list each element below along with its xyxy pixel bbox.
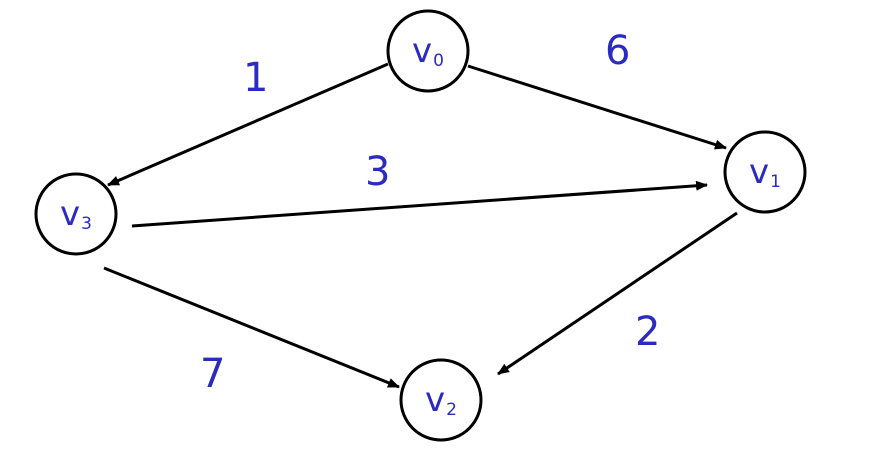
node-label: v3 xyxy=(60,194,92,234)
edge-v0-v3 xyxy=(107,62,389,187)
node-label: v2 xyxy=(425,380,457,420)
node-circle xyxy=(399,358,483,442)
weight-v3-v1: 3 xyxy=(365,149,390,195)
node-circle xyxy=(34,172,118,256)
edge-v1-v2 xyxy=(497,211,738,376)
node-label: v0 xyxy=(412,31,444,71)
node-circle xyxy=(723,130,807,214)
node-v0: v0 xyxy=(386,9,470,93)
node-circle xyxy=(386,9,470,93)
weight-v1-v2: 2 xyxy=(635,309,660,355)
edge-v3-v1 xyxy=(131,180,708,228)
weight-v0-v1: 6 xyxy=(605,28,630,74)
edge-v3-v2 xyxy=(103,266,400,389)
node-label: v1 xyxy=(749,152,781,192)
weight-v3-v2: 7 xyxy=(200,351,225,397)
node-v1: v1 xyxy=(723,130,807,214)
node-v2: v2 xyxy=(399,358,483,442)
edges xyxy=(103,62,738,389)
weight-v0-v3: 1 xyxy=(243,55,268,101)
node-v3: v3 xyxy=(34,172,118,256)
edge-weights: 1 6 3 2 7 xyxy=(200,28,660,397)
edge-v0-v1 xyxy=(467,64,727,150)
